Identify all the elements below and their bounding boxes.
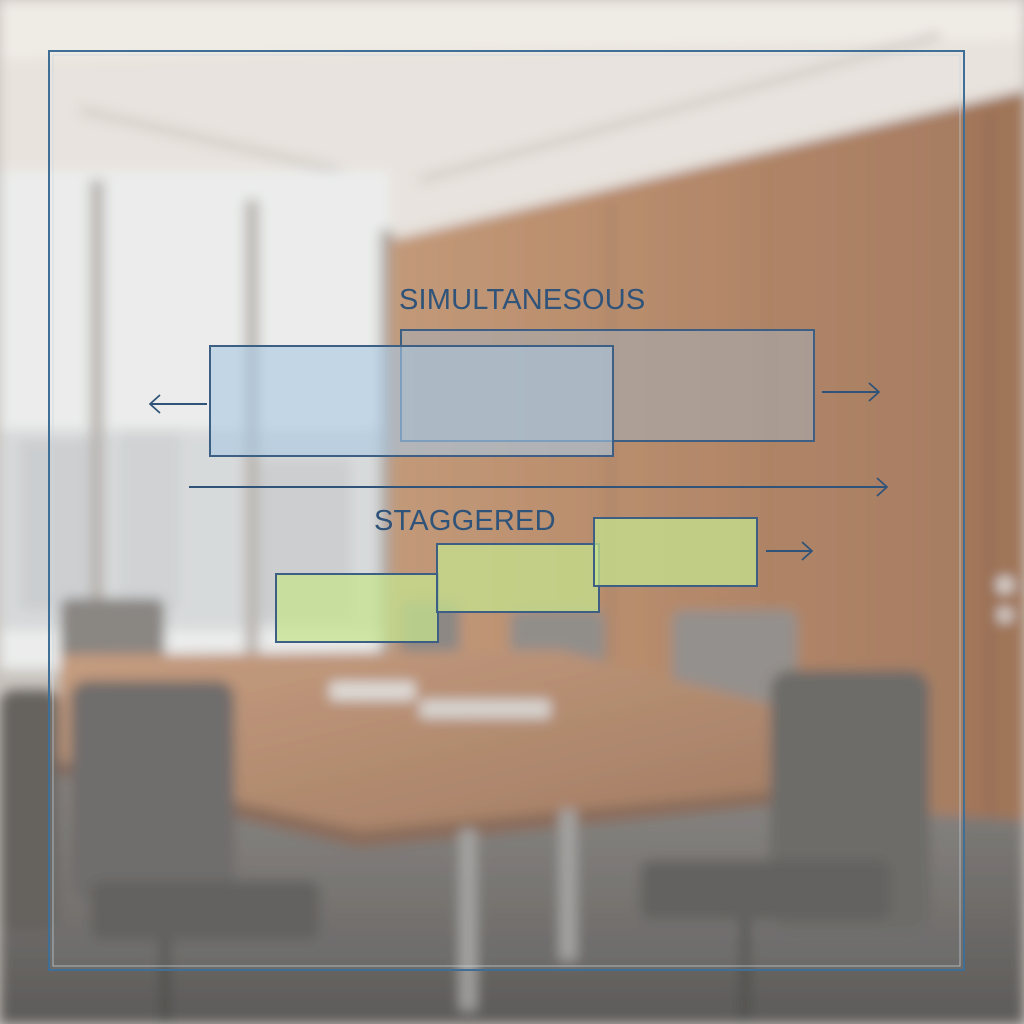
simultaneous-box-front xyxy=(209,345,614,457)
staggered-box-3 xyxy=(593,517,758,587)
simultaneous-label: SIMULTANESOUS xyxy=(399,284,645,316)
staggered-box-2 xyxy=(436,543,600,613)
glass-panel-inner-frame xyxy=(52,54,961,967)
staggered-label: STAGGERED xyxy=(374,505,556,537)
staggered-box-1 xyxy=(275,573,439,643)
glass-panel-frame xyxy=(48,50,965,971)
